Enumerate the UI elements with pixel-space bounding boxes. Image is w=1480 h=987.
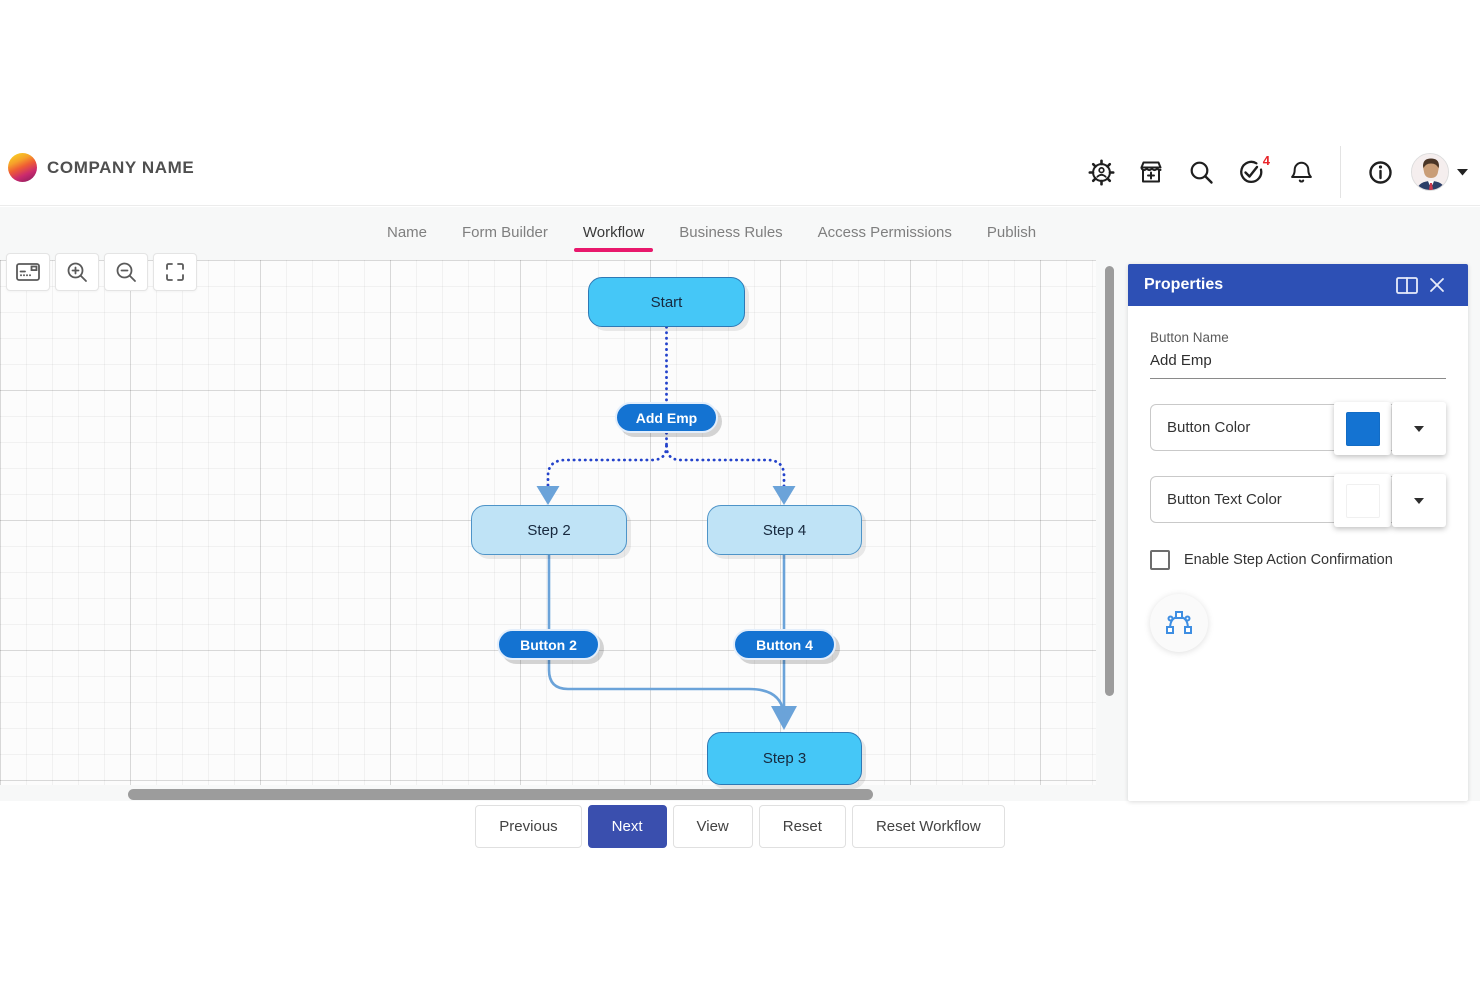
zoom-out-icon[interactable] — [104, 253, 148, 291]
button-color-label: Button Color — [1167, 419, 1251, 436]
properties-body: Button Name Add Emp Button Color Button … — [1128, 306, 1468, 652]
node-label: Button 4 — [756, 636, 813, 653]
button-name-input[interactable]: Add Emp — [1150, 352, 1446, 379]
tab-form-builder[interactable]: Form Builder — [462, 223, 548, 241]
tab-name[interactable]: Name — [387, 223, 428, 241]
color-swatch — [1345, 411, 1380, 446]
node-button-2[interactable]: Button 2 — [497, 629, 600, 660]
previous-button[interactable]: Previous — [475, 805, 582, 848]
properties-panel: Properties Button Name Add Emp Button Co… — [1128, 264, 1468, 801]
node-label: Button 2 — [520, 636, 577, 653]
user-avatar[interactable] — [1411, 153, 1449, 191]
wizard-footer: Previous Next View Reset Reset Workflow — [0, 805, 1480, 848]
node-step-4[interactable]: Step 4 — [707, 505, 862, 555]
search-icon[interactable] — [1176, 146, 1226, 198]
company-logo — [8, 153, 37, 182]
info-icon[interactable] — [1355, 146, 1405, 198]
button-name-label: Button Name — [1150, 330, 1229, 345]
split-panel-icon[interactable] — [1392, 270, 1422, 300]
enable-step-action-checkbox[interactable] — [1150, 550, 1170, 570]
caret-down-icon — [1414, 497, 1424, 504]
settings-gear-user-icon[interactable] — [1076, 146, 1126, 198]
connector-style-button[interactable] — [1150, 594, 1208, 652]
button-text-color-swatch[interactable] — [1334, 474, 1391, 527]
close-icon[interactable] — [1422, 270, 1452, 300]
tab-workflow[interactable]: Workflow — [573, 210, 654, 257]
button-color-row: Button Color — [1150, 402, 1446, 455]
button-text-color-row: Button Text Color — [1150, 474, 1446, 527]
properties-title: Properties — [1144, 276, 1224, 293]
fit-view-icon[interactable] — [153, 253, 197, 291]
tab-business-rules[interactable]: Business Rules — [679, 223, 783, 241]
node-label: Add Emp — [635, 409, 698, 426]
node-button-4[interactable]: Button 4 — [733, 629, 836, 660]
notification-count-badge: 4 — [1262, 153, 1270, 168]
notifications-bell-icon[interactable] — [1276, 146, 1326, 198]
node-label: Step 4 — [762, 521, 807, 539]
button-color-swatch[interactable] — [1334, 402, 1391, 455]
node-label: Start — [650, 293, 683, 311]
approvals-check-icon[interactable]: 4 — [1226, 146, 1276, 198]
next-button[interactable]: Next — [587, 805, 667, 848]
canvas-toolbar — [6, 253, 197, 291]
tab-publish[interactable]: Publish — [986, 223, 1037, 241]
header-divider — [1340, 146, 1341, 198]
header-icon-bar: 4 — [1076, 146, 1468, 198]
app-header: COMPANY NAME — [0, 0, 1480, 206]
enable-step-action-label: Enable Step Action Confirmation — [1184, 552, 1393, 568]
button-color-dropdown[interactable] — [1392, 402, 1446, 455]
caret-down-icon[interactable] — [1457, 168, 1468, 176]
node-start[interactable]: Start — [588, 277, 745, 327]
node-step-3[interactable]: Step 3 — [707, 732, 862, 785]
workflow-connectors — [536, 325, 797, 785]
tab-access-permissions[interactable]: Access Permissions — [817, 223, 952, 241]
color-swatch — [1345, 483, 1380, 518]
canvas-vertical-scrollbar[interactable] — [1105, 266, 1114, 696]
node-step-2[interactable]: Step 2 — [471, 505, 627, 555]
node-label: Step 2 — [527, 521, 571, 539]
store-add-icon[interactable] — [1126, 146, 1176, 198]
view-button[interactable]: View — [672, 805, 753, 848]
button-text-color-label: Button Text Color — [1167, 491, 1282, 508]
reset-button[interactable]: Reset — [758, 805, 846, 848]
company-name: COMPANY NAME — [47, 157, 195, 177]
module-tabs: Name Form Builder Workflow Business Rule… — [387, 207, 1036, 259]
brand: COMPANY NAME — [8, 153, 194, 182]
caret-down-icon — [1414, 425, 1424, 432]
minimap-icon[interactable] — [6, 253, 50, 291]
vector-nodes-icon — [1166, 611, 1192, 634]
button-text-color-dropdown[interactable] — [1392, 474, 1446, 527]
reset-workflow-button[interactable]: Reset Workflow — [851, 805, 1005, 848]
node-add-emp-button[interactable]: Add Emp — [615, 402, 718, 433]
zoom-in-icon[interactable] — [55, 253, 99, 291]
step-action-confirmation-row: Enable Step Action Confirmation — [1150, 550, 1446, 570]
canvas-horizontal-scrollbar[interactable] — [128, 789, 873, 800]
user-menu[interactable] — [1411, 153, 1468, 191]
node-label: Step 3 — [762, 750, 807, 767]
properties-panel-header: Properties — [1128, 264, 1468, 306]
